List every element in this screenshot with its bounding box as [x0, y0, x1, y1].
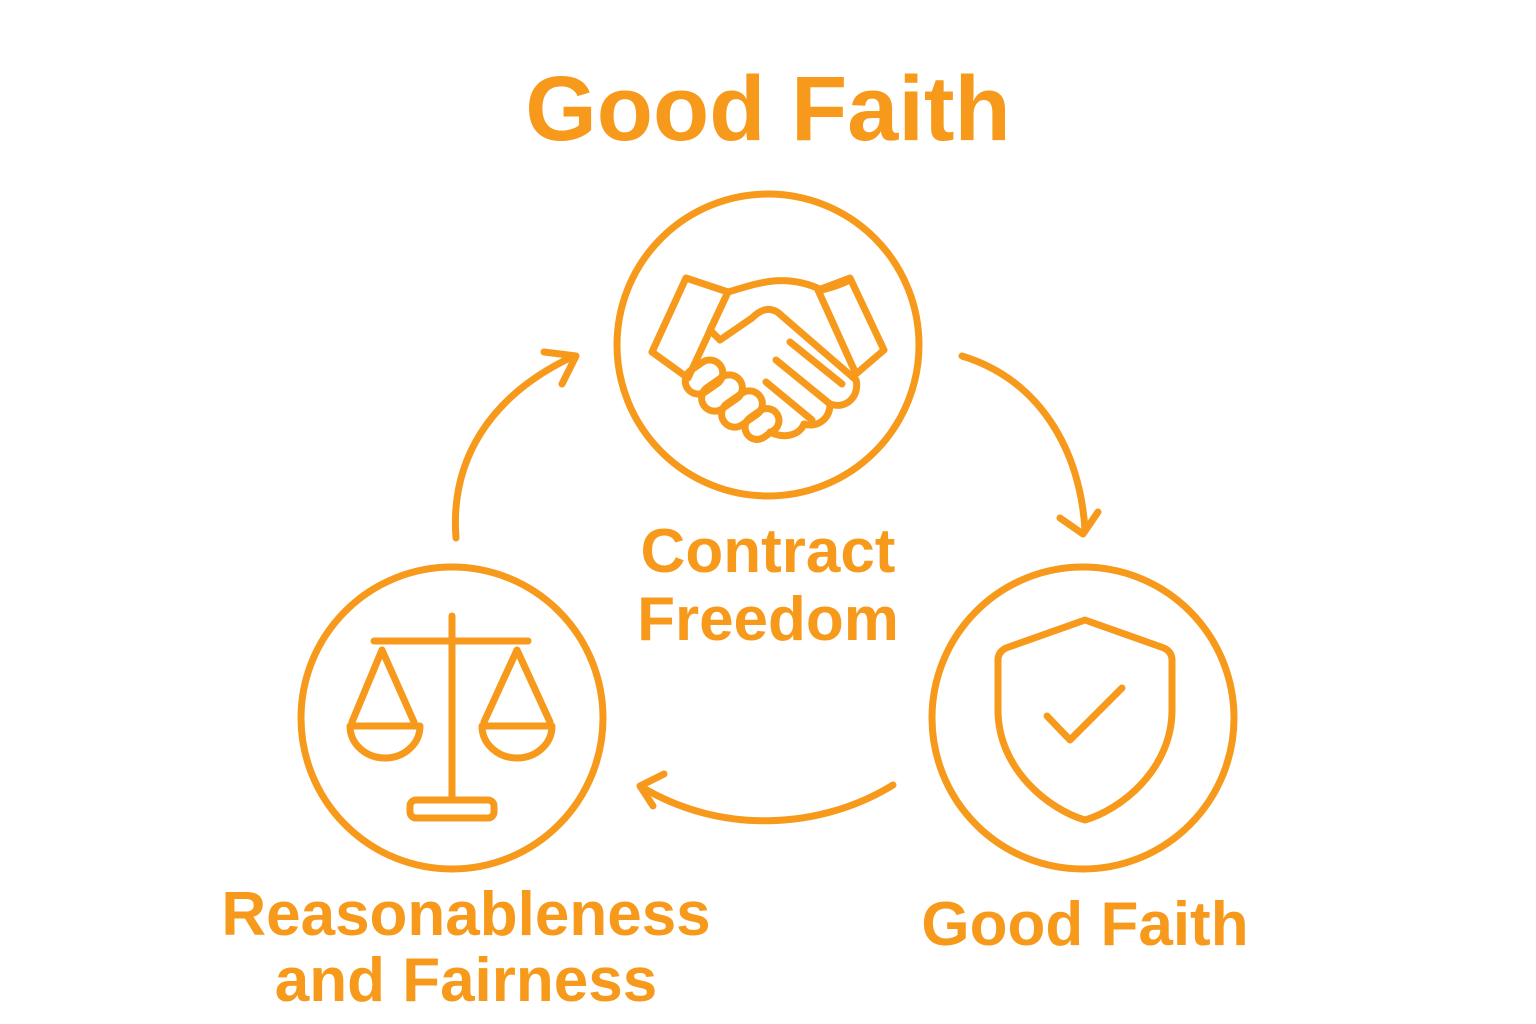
scales-of-justice-icon	[346, 612, 556, 822]
contract-freedom-label: Freedom	[637, 585, 899, 654]
arrow-reasonableness-to-contract	[451, 348, 580, 542]
contract-freedom-label: Contract	[641, 517, 896, 586]
good-faith-label: Good Faith	[921, 890, 1248, 959]
arrow-good-faith-to-reasonableness	[636, 770, 897, 825]
reasonableness-fairness-label: and Fairness	[275, 946, 657, 1015]
good-faith-circle	[928, 563, 1238, 873]
reasonableness-fairness-circle	[297, 563, 607, 873]
handshake-icon	[648, 274, 888, 443]
diagram-title: Good Faith	[525, 58, 1010, 160]
arrow-contract-to-good-faith	[958, 352, 1102, 538]
contract-freedom-circle	[613, 190, 923, 500]
reasonableness-fairness-label: Reasonableness	[221, 880, 710, 949]
shield-check-icon	[994, 616, 1176, 824]
